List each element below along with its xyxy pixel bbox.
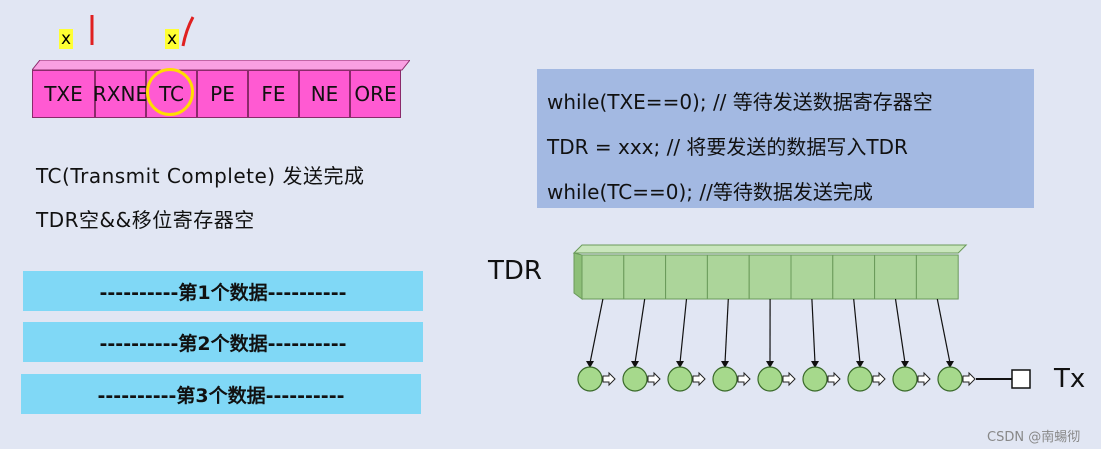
- data-frame-3: ----------第3个数据----------: [21, 374, 421, 414]
- register-bit-fe: FE: [248, 70, 299, 118]
- tdr-side-face: [573, 252, 583, 300]
- shift-node: [802, 366, 828, 392]
- register-bit-pe: PE: [197, 70, 248, 118]
- down-arrow-line: [589, 298, 604, 364]
- tdr-top-face: [572, 244, 968, 254]
- tdr-cell: [874, 254, 917, 300]
- down-arrow-line: [679, 298, 688, 364]
- data-frame-2: ----------第2个数据----------: [23, 322, 423, 362]
- tdr-cell: [581, 254, 625, 300]
- marker-x-txe: x: [59, 29, 73, 49]
- shift-arrow: [872, 371, 886, 387]
- shift-node: [712, 366, 738, 392]
- tdr-cell: [790, 254, 834, 300]
- shift-arrow: [602, 371, 616, 387]
- shift-node: [892, 366, 918, 392]
- tx-label: Tx: [1054, 364, 1086, 394]
- register-bit-txe: TXE: [32, 70, 95, 118]
- shift-arrow: [647, 371, 661, 387]
- down-arrow-line: [724, 298, 729, 364]
- register-bit-ore: ORE: [350, 70, 401, 118]
- shift-node: [667, 366, 693, 392]
- tdr-cell: [915, 254, 959, 300]
- status-register: TXE RXNE TC PE FE NE ORE: [32, 60, 410, 120]
- data-frame-1: ----------第1个数据----------: [23, 271, 423, 311]
- red-annotation-marks: [90, 15, 195, 47]
- down-arrow-head: [631, 361, 639, 368]
- shift-arrow: [692, 371, 706, 387]
- tdr-cell: [706, 254, 750, 300]
- code-line-1: while(TXE==0); // 等待发送数据寄存器空: [547, 90, 933, 114]
- shift-arrow: [917, 371, 931, 387]
- shift-node: [757, 366, 783, 392]
- tc-condition: TDR空&&移位寄存器空: [36, 208, 255, 232]
- shift-arrow: [962, 371, 976, 387]
- code-line-3: while(TC==0); //等待数据发送完成: [547, 180, 873, 204]
- down-arrow-line: [894, 298, 906, 364]
- tdr-label: TDR: [488, 256, 542, 286]
- shift-node: [847, 366, 873, 392]
- down-arrow-head: [811, 361, 819, 368]
- marker-x-tc: x: [165, 29, 179, 49]
- tdr-cell: [623, 254, 667, 300]
- down-arrow-line: [634, 298, 646, 364]
- shift-arrow: [737, 371, 751, 387]
- register-bits-row: TXE RXNE TC PE FE NE ORE: [32, 70, 401, 120]
- shift-node: [622, 366, 648, 392]
- tx-pin-box: [1011, 369, 1031, 389]
- down-arrow-head: [586, 361, 594, 368]
- tdr-cell: [665, 254, 708, 300]
- shift-arrow: [827, 371, 841, 387]
- down-arrow-head: [766, 361, 774, 368]
- register-bit-ne: NE: [299, 70, 350, 118]
- down-arrow-head: [676, 361, 684, 368]
- tc-highlight-circle: [146, 68, 194, 116]
- down-arrow-head: [901, 361, 909, 368]
- down-arrow-line: [936, 298, 951, 364]
- shift-node: [937, 366, 963, 392]
- shift-arrow: [782, 371, 796, 387]
- tdr-cell: [748, 254, 792, 300]
- red-stroke-2: [181, 16, 195, 47]
- down-arrow-head: [721, 361, 729, 368]
- down-arrow-head: [946, 361, 954, 368]
- shift-node: [577, 366, 603, 392]
- tdr-shift-diagram: [572, 244, 1031, 392]
- code-line-2: TDR = xxx; // 将要发送的数据写入TDR: [547, 135, 908, 159]
- down-arrow-line: [811, 298, 816, 364]
- down-arrow-line: [853, 298, 861, 364]
- csdn-watermark: CSDN @南蝪彻: [987, 430, 1081, 445]
- tc-description: TC(Transmit Complete) 发送完成: [36, 164, 365, 188]
- tdr-cell: [832, 254, 876, 300]
- code-block: while(TXE==0); // 等待发送数据寄存器空 TDR = xxx; …: [537, 69, 1034, 208]
- register-bit-rxne: RXNE: [93, 70, 148, 118]
- down-arrow-head: [856, 361, 864, 368]
